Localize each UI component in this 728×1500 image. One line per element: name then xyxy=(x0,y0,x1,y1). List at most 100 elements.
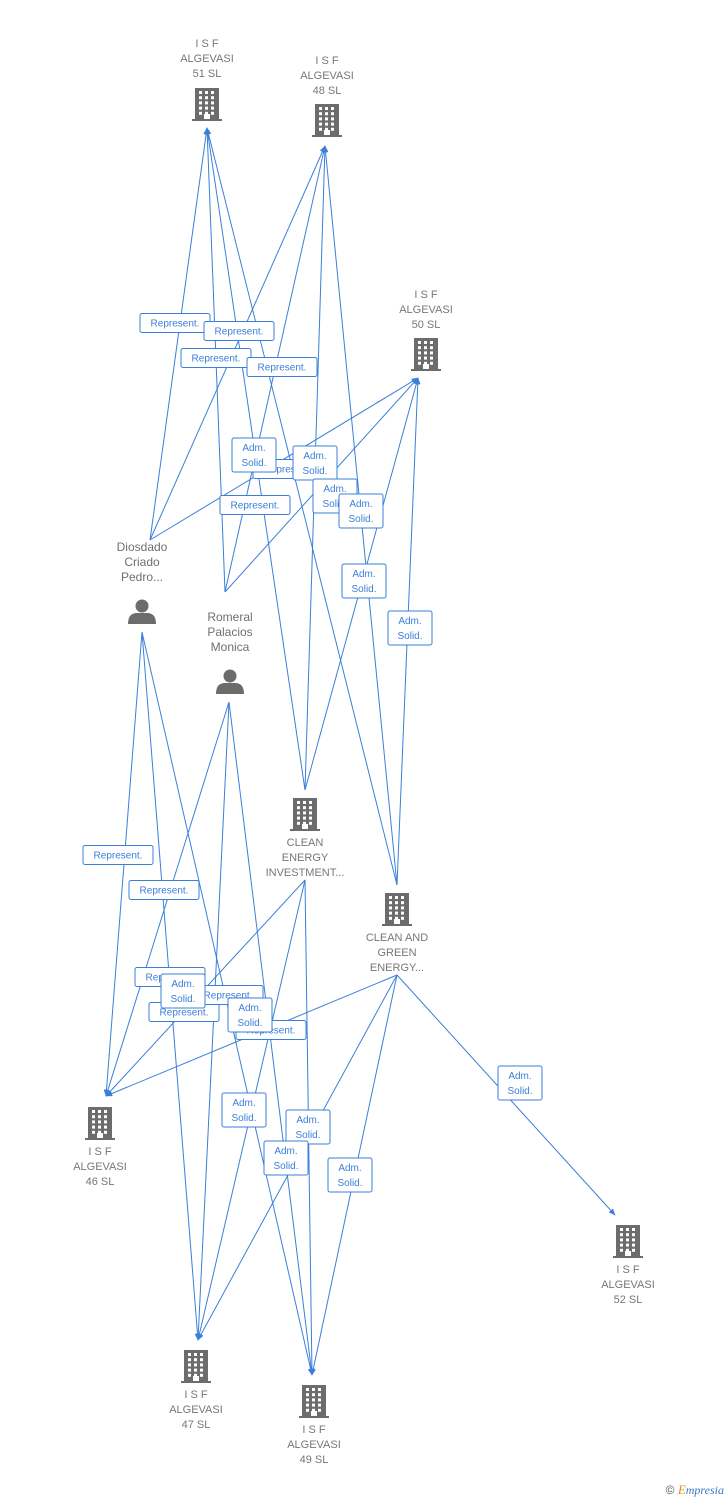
edge-labels-layer: Represent. Represent. Represent. Represent.… xyxy=(82,313,543,1193)
edge-label-cleanenergy-to-isf49[interactable]: Adm.Solid. xyxy=(285,1109,331,1145)
edge-label-romeral-to-isf51[interactable]: Represent. xyxy=(246,357,318,377)
edge-label-text: Solid. xyxy=(302,466,327,477)
edge-label-text: Represent. xyxy=(151,319,200,330)
edge-label-diosdado-to-isf47[interactable]: Represent. xyxy=(128,880,200,900)
edge-label-text: Adm. xyxy=(242,443,265,454)
edge-label-text: Represent. xyxy=(215,327,264,338)
node-label-line: GREEN xyxy=(377,947,416,959)
node-label-line: 49 SL xyxy=(300,1454,329,1466)
edge-label-cleanenergy-to-isf48[interactable]: Adm.Solid. xyxy=(292,445,338,481)
edge-label-cleangreen-to-isf47[interactable]: Adm.Solid. xyxy=(263,1140,309,1176)
edge-label-text: Solid. xyxy=(351,584,376,595)
node-label-line: 46 SL xyxy=(86,1176,115,1188)
edge-label-text: Adm. xyxy=(274,1146,297,1157)
brand-name: mpresia xyxy=(685,1483,724,1497)
node-label-line: Criado xyxy=(124,555,160,569)
node-label-line: CLEAN xyxy=(287,837,324,849)
building-icon xyxy=(382,893,412,926)
person-icon xyxy=(216,669,244,694)
node-label-line: Pedro... xyxy=(121,570,163,584)
edge-label-text: Adm. xyxy=(238,1003,261,1014)
node-cleanenergy[interactable]: CLEAN ENERGY INVESTMENT... xyxy=(266,798,345,879)
edge-label-cleangreen-to-isf52[interactable]: Adm. Solid. xyxy=(497,1065,543,1101)
node-label-line: Palacios xyxy=(207,625,252,639)
node-label-line: I S F xyxy=(195,38,219,50)
edge-label-text: Represent. xyxy=(258,363,307,374)
edge-label-text: Represent. xyxy=(192,354,241,365)
copyright-symbol: © xyxy=(665,1483,675,1497)
edge-label-text: Represent. xyxy=(160,1008,209,1019)
node-isf50[interactable]: I S F ALGEVASI 50 SL xyxy=(399,289,453,371)
edge-label-cleangreen-to-isf50[interactable]: Adm.Solid. xyxy=(387,610,433,646)
edge-label-diosdado-to-isf46[interactable]: Represent. xyxy=(82,845,154,865)
node-isf47[interactable]: I S F ALGEVASI 47 SL xyxy=(169,1350,223,1431)
edge-label-cleangreen-to-isf48[interactable]: Adm.Solid. xyxy=(341,563,387,599)
edge-label-cleangreen-to-isf46[interactable]: Adm.Solid. xyxy=(227,997,273,1033)
node-label-line: I S F xyxy=(302,1424,326,1436)
edge-label-diosdado-to-isf48[interactable]: Represent. xyxy=(203,321,275,341)
edge-label-text: Represent. xyxy=(264,465,313,476)
node-label-line: I S F xyxy=(414,289,438,301)
node-label-line: ALGEVASI xyxy=(180,53,234,65)
edge-label-text: Solid. xyxy=(337,1178,362,1189)
edge-label-text: Represent. xyxy=(140,886,189,897)
node-label-line: ALGEVASI xyxy=(399,304,453,316)
edge-label-cleangreen-to-isf51[interactable]: Adm. Solid. xyxy=(338,493,384,529)
edge-label-text: Adm. xyxy=(508,1071,531,1082)
edge-cleangreen-to-isf51 xyxy=(205,127,398,886)
node-label-line: I S F xyxy=(88,1146,112,1158)
edge-label-romeral-to-isf50[interactable]: Represent. xyxy=(219,495,291,515)
edge-label-text: Adm. xyxy=(349,499,372,510)
node-isf46[interactable]: I S F ALGEVASI 46 SL xyxy=(73,1107,127,1188)
building-icon xyxy=(312,104,342,137)
building-icon xyxy=(411,338,441,371)
edge-label-cleanenergy-to-isf46[interactable]: Adm. Solid. xyxy=(160,973,206,1009)
node-label-line: ALGEVASI xyxy=(73,1161,127,1173)
building-icon xyxy=(613,1225,643,1258)
edge-label-text: Adm. xyxy=(398,616,421,627)
edge-label-diosdado-to-isf51[interactable]: Represent. xyxy=(139,313,211,333)
edge-label-text: Represent. xyxy=(94,851,143,862)
node-label-line: ALGEVASI xyxy=(169,1404,223,1416)
node-label-line: I S F xyxy=(184,1389,208,1401)
node-cleangreen[interactable]: CLEAN AND GREEN ENERGY... xyxy=(366,893,428,974)
node-label-line: 52 SL xyxy=(614,1294,643,1306)
edge-label-text: Solid. xyxy=(507,1086,532,1097)
edge-diosdado-to-isf48 xyxy=(149,145,326,541)
node-label-line: ENERGY... xyxy=(370,962,424,974)
edge-label-text: Solid. xyxy=(348,514,373,525)
edge-label-text: Adm. xyxy=(338,1163,361,1174)
edge-label-text: Adm. xyxy=(171,979,194,990)
footer-credit[interactable]: © Empresia xyxy=(666,1482,724,1498)
node-label-line: 50 SL xyxy=(412,319,441,331)
edge-label-cleangreen-to-isf49[interactable]: Adm. Solid. xyxy=(327,1157,373,1193)
building-icon xyxy=(85,1107,115,1140)
edge-label-text: Represent. xyxy=(204,991,253,1002)
node-label-line: 47 SL xyxy=(182,1419,211,1431)
node-label-line: I S F xyxy=(315,55,339,67)
edge-label-text: Adm. xyxy=(323,484,346,495)
node-label-line: ENERGY xyxy=(282,852,329,864)
node-label-line: CLEAN AND xyxy=(366,932,428,944)
node-diosdado[interactable]: DiosdadoCriadoPedro... xyxy=(117,540,168,624)
edge-label-text: Solid. xyxy=(231,1113,256,1124)
edge-label-text: Solid. xyxy=(170,994,195,1005)
node-label-line: Romeral xyxy=(207,610,252,624)
edge-label-text: Adm. xyxy=(232,1098,255,1109)
edge-label-cleanenergy-to-isf47[interactable]: Adm. Solid. xyxy=(221,1092,267,1128)
edge-diosdado-to-isf51 xyxy=(149,127,209,541)
edge-label-diosdado-to-isf50[interactable]: Represent. xyxy=(180,348,252,368)
node-label-line: I S F xyxy=(616,1264,640,1276)
node-label-line: Diosdado xyxy=(117,540,168,554)
edge-label-cleanenergy-to-isf51[interactable]: Adm.Solid. xyxy=(231,437,277,473)
node-label-line: Monica xyxy=(211,640,250,654)
building-icon xyxy=(181,1350,211,1383)
node-label-line: INVESTMENT... xyxy=(266,867,345,879)
